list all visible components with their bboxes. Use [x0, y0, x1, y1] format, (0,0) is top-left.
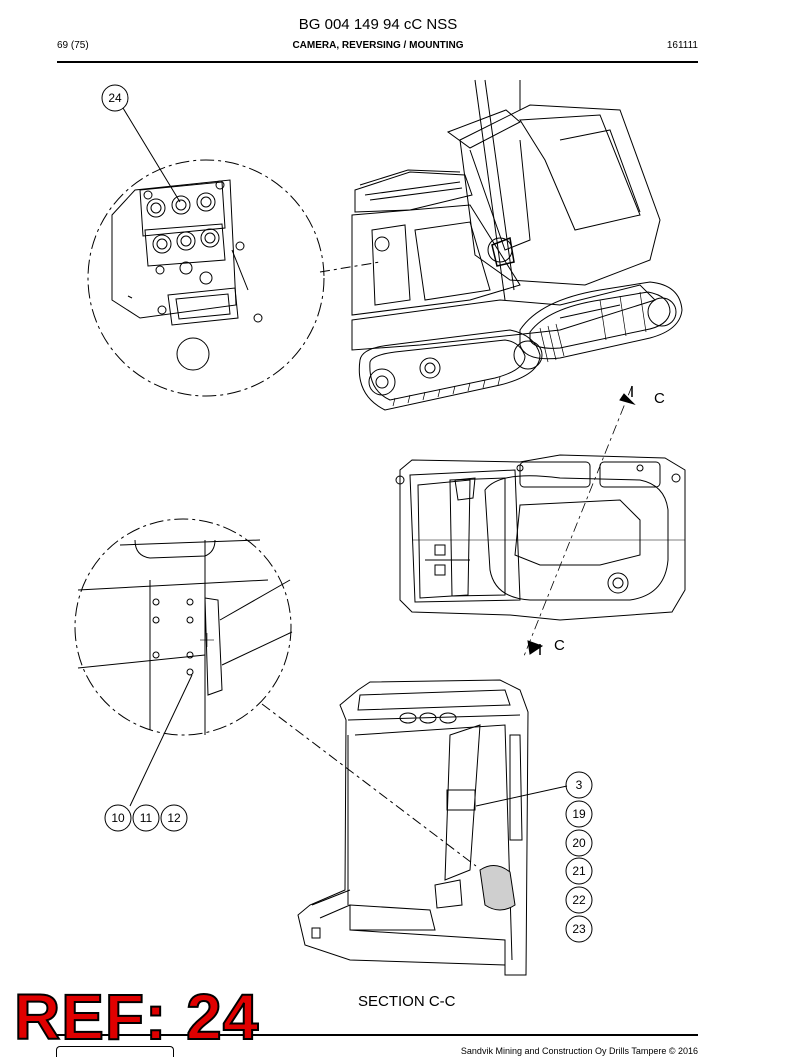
- company-logo: [56, 1046, 174, 1057]
- callout-label-22: 22: [572, 893, 586, 907]
- footer-copyright: Sandvik Mining and Construction Oy Drill…: [460, 1046, 698, 1056]
- callout-label-23: 23: [572, 922, 586, 936]
- callout-label-21: 21: [572, 864, 586, 878]
- section-letter-lower: C: [554, 637, 565, 654]
- callout-label-20: 20: [572, 836, 586, 850]
- balloon-10: [104, 804, 132, 832]
- section-letter-upper: C: [654, 390, 665, 407]
- section-title: SECTION C-C: [358, 993, 456, 1010]
- document-date: 161111: [666, 40, 698, 51]
- balloon-19: [565, 800, 593, 828]
- cabin-top-view: [395, 454, 686, 621]
- document-number: BG 004 149 94 cC NSS: [298, 16, 458, 33]
- balloon-23: [565, 915, 593, 943]
- drill-rig-isometric-view: [351, 79, 683, 411]
- balloon-11: [132, 804, 160, 832]
- page-number: 69 (75): [57, 40, 89, 51]
- reference-stamp: REF: 24: [13, 981, 260, 1053]
- callout-label-10: 10: [111, 811, 125, 825]
- detail-view-bracket: [74, 518, 477, 867]
- section-marker-upper: [523, 385, 636, 657]
- balloon-20: [565, 829, 593, 857]
- footer-rule: [57, 1034, 698, 1036]
- callout-label-3: 3: [576, 778, 583, 792]
- callout-label-12: 12: [167, 811, 181, 825]
- balloon-3: [565, 771, 593, 799]
- section-marker-lower: [527, 640, 544, 655]
- callout-label-19: 19: [572, 807, 586, 821]
- detail-view-top: [87, 107, 381, 397]
- section-c-c-view: [297, 679, 568, 976]
- header-rule: [57, 61, 698, 63]
- callout-label-24: 24: [108, 91, 122, 105]
- balloon-21: [565, 857, 593, 885]
- balloon-22: [565, 886, 593, 914]
- callout-label-11: 11: [140, 811, 153, 825]
- page-title: CAMERA, REVERSING / MOUNTING: [292, 40, 464, 51]
- balloon-12: [160, 804, 188, 832]
- balloon-24: [101, 84, 129, 112]
